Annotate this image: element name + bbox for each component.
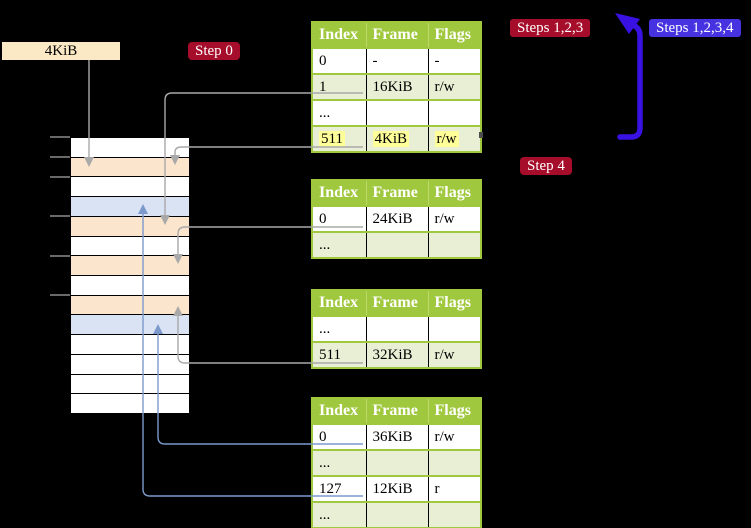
- table-cell: 1: [312, 73, 366, 100]
- column-header: Frame: [365, 21, 429, 49]
- column-header: Frame: [365, 397, 429, 425]
- memory-frame-row: [71, 315, 189, 336]
- table-cell: [365, 449, 428, 476]
- table-cell: 16KiB: [365, 73, 428, 100]
- page-table-fourth: Index Frame Flags 0 36KiB r/w ... 127 12…: [311, 397, 482, 528]
- column-header: Flags: [427, 397, 482, 425]
- memory-frame-row: [71, 216, 189, 237]
- column-header: Index: [311, 21, 367, 49]
- page-table-second: Index Frame Flags 0 24KiB r/w ...: [311, 179, 482, 259]
- table-cell: [427, 449, 481, 476]
- table-cell: -: [365, 47, 428, 74]
- table-row: 511 32KiB r/w: [312, 341, 481, 368]
- memory-frame-row: [71, 236, 189, 257]
- table-cell: ...: [312, 315, 366, 342]
- column-header: Index: [311, 397, 367, 425]
- memory-frame-row: [71, 157, 189, 178]
- column-header: Frame: [365, 289, 429, 317]
- table-cell: 511: [312, 341, 366, 368]
- tick-marks: [50, 136, 70, 296]
- table-cell: r/w: [427, 125, 481, 152]
- memory-frame-row: [71, 335, 189, 355]
- table-cell: ...: [312, 99, 366, 126]
- memory-frame-row: [71, 256, 189, 277]
- table-row: ...: [312, 315, 481, 342]
- table-cell: [365, 501, 428, 528]
- memory-frame-row: [71, 354, 189, 375]
- table-row: 0 24KiB r/w: [312, 205, 481, 232]
- table-cell: 12KiB: [365, 475, 428, 502]
- table-cell: 0: [312, 205, 366, 232]
- table-row: 1 16KiB r/w: [312, 73, 481, 100]
- memory-frame-row: [71, 374, 189, 395]
- table-cell: [365, 315, 428, 342]
- memory-frame-row: [71, 295, 189, 316]
- table-cell: 0: [312, 423, 366, 450]
- table-row: 0 36KiB r/w: [312, 423, 481, 450]
- table-cell: -: [427, 47, 481, 74]
- step0-badge: Step 0: [188, 42, 240, 60]
- table-row: 0 - -: [312, 47, 481, 74]
- table-cell: r/w: [427, 341, 481, 368]
- memory-frame-row: [71, 197, 189, 217]
- table-cell: [427, 99, 481, 126]
- recursive-loop-arrowhead: [615, 13, 640, 34]
- table-cell: [427, 231, 481, 258]
- memory-frame-row: [71, 138, 189, 158]
- table-cell: 36KiB: [365, 423, 428, 450]
- steps123-badge: Steps 1,2,3: [510, 19, 591, 37]
- table-cell: r/w: [427, 205, 481, 232]
- page-table-third: Index Frame Flags ... 511 32KiB r/w: [311, 289, 482, 369]
- table-cell: r/w: [427, 73, 481, 100]
- steps1234-badge: Steps 1,2,3,4: [649, 19, 741, 37]
- table-cell: r: [427, 475, 481, 502]
- table-cell: ...: [312, 449, 366, 476]
- table-row: ...: [312, 449, 481, 476]
- column-header: Index: [311, 179, 367, 207]
- recursive-loop-arrow: [617, 22, 643, 140]
- table-cell: 127: [312, 475, 366, 502]
- memory-frame-row: [71, 276, 189, 296]
- frame-size-label: 4KiB: [2, 42, 120, 60]
- table-cell: r/w: [427, 423, 481, 450]
- table-cell: [365, 99, 428, 126]
- page-table-top: Index Frame Flags 0 - - 1 16KiB r/w ... …: [311, 21, 482, 153]
- column-header: Index: [311, 289, 367, 317]
- table-row: ...: [312, 231, 481, 258]
- step4-badge: Step 4: [520, 157, 572, 175]
- table-row: ...: [312, 99, 481, 126]
- table-row: ...: [312, 501, 481, 528]
- memory-frame-row: [71, 177, 189, 198]
- table-cell: [427, 501, 481, 528]
- column-header: Flags: [427, 289, 482, 317]
- table-cell: ...: [312, 501, 366, 528]
- table-cell: 511: [312, 125, 366, 152]
- column-header: Flags: [427, 179, 482, 207]
- memory-frame-row: [71, 394, 189, 414]
- column-header: Flags: [427, 21, 482, 49]
- table-cell: 32KiB: [365, 341, 428, 368]
- table-cell: ...: [312, 231, 366, 258]
- table-cell: 4KiB: [365, 125, 428, 152]
- table-row-highlighted: 511 4KiB r/w: [312, 125, 481, 152]
- table-cell: 0: [312, 47, 366, 74]
- physical-memory-stack: [70, 137, 190, 414]
- column-header: Frame: [365, 179, 429, 207]
- table-cell: 24KiB: [365, 205, 428, 232]
- table-cell: [427, 315, 481, 342]
- table-row: 127 12KiB r: [312, 475, 481, 502]
- table-cell: [365, 231, 428, 258]
